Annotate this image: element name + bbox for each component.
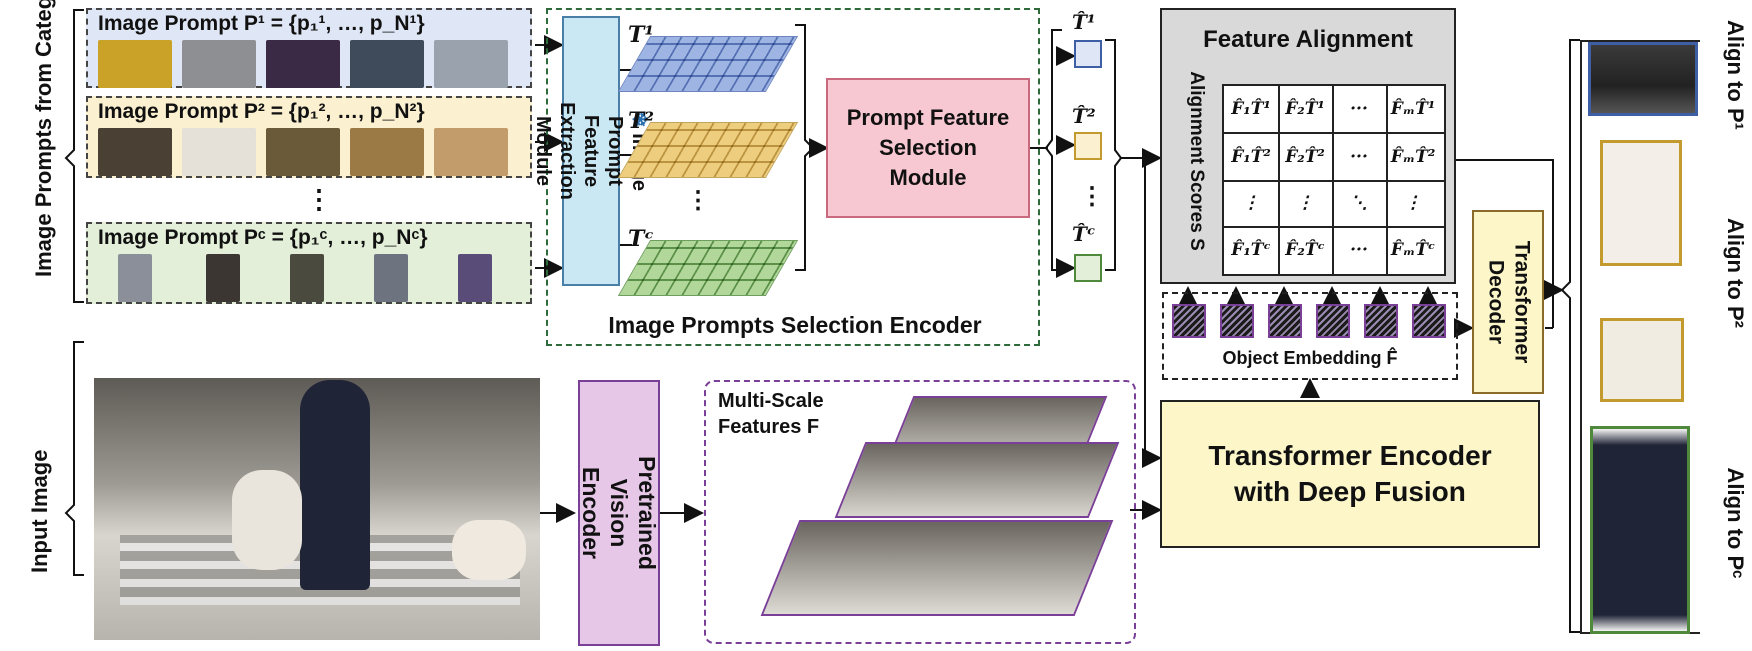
object-embedding-token — [1364, 304, 1398, 338]
align-label-2: Align to P² — [1723, 218, 1748, 328]
token-label-2: T̂² — [1072, 104, 1096, 128]
matrix-cell: ⋮ — [1242, 193, 1260, 213]
matrix-cell: F̂₁T̂² — [1231, 147, 1271, 167]
input-image-side-label: Input Image — [27, 449, 52, 573]
matrix-cell: F̂₁T̂¹ — [1231, 99, 1271, 119]
feature-map-large — [760, 520, 1114, 616]
object-embedding-token — [1268, 304, 1302, 338]
prompt-row-2: Image Prompt P² = {p₁², …, p_N²} — [86, 96, 532, 178]
multiscale-label: Multi-Scale Features F — [718, 390, 824, 438]
transformer-decoder-label: Transformer Decoder — [1484, 240, 1534, 364]
alignment-scores-label: Alignment Scores S — [1186, 71, 1207, 251]
matrix-cell: F̂₂T̂² — [1285, 147, 1325, 167]
token-box-2 — [1074, 132, 1102, 160]
token-box-c — [1074, 254, 1102, 282]
matrix-cell: ⋮ — [1404, 193, 1422, 213]
prompt-thumb — [182, 40, 256, 88]
matrix-cell: ··· — [1350, 240, 1368, 260]
output-crop-person — [1590, 426, 1690, 634]
align-label-c: Align to Pᶜ — [1723, 467, 1748, 579]
prompt-thumb — [266, 40, 340, 88]
matrix-cell: ··· — [1350, 99, 1368, 119]
matrix-cell: ⋮ — [1296, 193, 1314, 213]
output-crop-car — [1588, 42, 1698, 116]
prompt-thumb — [434, 128, 508, 176]
multiscale-group — [704, 380, 1136, 644]
tensor-ellipsis: ⋮ — [686, 187, 710, 214]
pretrained-encoder-label: Pretrained Vision Encoder — [578, 456, 661, 570]
prompt-row-1: Image Prompt P¹ = {p₁¹, …, p_N¹} — [86, 8, 532, 88]
prompts-side-label: Image Prompts from Category 1 to C — [31, 0, 56, 277]
matrix-cell: F̂ₘT̂¹ — [1390, 99, 1436, 119]
object-embedding-label: Object Embedding F̂ — [1222, 348, 1398, 368]
matrix-cell: F̂ₘT̂² — [1390, 147, 1436, 167]
prompt-thumb — [118, 254, 152, 302]
prompt-thumb — [350, 128, 424, 176]
object-embedding-token — [1316, 304, 1350, 338]
prompt-thumb — [434, 40, 508, 88]
prompt-thumb — [290, 254, 324, 302]
prompt-row-c-title: Image Prompt Pᶜ = {p₁ᶜ, …, p_Nᶜ} — [98, 226, 428, 249]
token-box-1 — [1074, 40, 1102, 68]
input-image-dog-2 — [452, 520, 526, 580]
token-ellipsis: ⋮ — [1080, 183, 1104, 210]
output-crop-dog-2 — [1600, 318, 1684, 402]
alignment-matrix: F̂₁T̂¹ F̂₂T̂¹ ··· F̂ₘT̂¹ F̂₁T̂² F̂₂T̂² ·… — [1222, 84, 1446, 276]
prompt-thumb — [98, 40, 172, 88]
align-label-1: Align to P¹ — [1723, 20, 1748, 130]
selection-encoder-caption: Image Prompts Selection Encoder — [608, 312, 982, 338]
token-label-c: T̂ᶜ — [1072, 222, 1096, 246]
matrix-cell: ··· — [1350, 147, 1368, 167]
feature-alignment-title: Feature Alignment — [1203, 26, 1413, 53]
transformer-encoder: Transformer Encoder with Deep Fusion — [1160, 400, 1540, 548]
object-embedding-token — [1220, 304, 1254, 338]
matrix-cell: ⋱ — [1350, 193, 1368, 213]
output-crop-dog-1 — [1600, 140, 1682, 266]
transformer-decoder: Transformer Decoder — [1472, 210, 1544, 394]
object-embedding-token — [1172, 304, 1206, 338]
matrix-cell: F̂₂T̂ᶜ — [1285, 240, 1325, 260]
object-embedding-token — [1412, 304, 1446, 338]
prompt-thumb — [374, 254, 408, 302]
prompt-row-c: Image Prompt Pᶜ = {p₁ᶜ, …, p_Nᶜ} — [86, 222, 532, 304]
selection-module: Prompt Feature Selection Module — [826, 78, 1030, 218]
object-embedding-group — [1162, 292, 1458, 380]
prompt-row-2-title: Image Prompt P² = {p₁², …, p_N²} — [98, 100, 425, 123]
prompt-thumb — [206, 254, 240, 302]
pretrained-vision-encoder: Pretrained Vision Encoder — [578, 380, 660, 646]
matrix-cell: F̂₁T̂ᶜ — [1231, 240, 1271, 260]
feature-map-medium — [834, 442, 1120, 518]
prompt-thumb — [182, 128, 256, 176]
extraction-module: ❄ Image Prompt Feature Extraction Module — [532, 16, 650, 286]
prompt-thumb — [458, 254, 492, 302]
prompt-thumb — [350, 40, 424, 88]
prompt-rows-ellipsis: ⋮ — [306, 184, 332, 214]
input-image-dog-1 — [232, 470, 302, 570]
prompt-thumb — [266, 128, 340, 176]
matrix-cell: F̂ₘT̂ᶜ — [1390, 240, 1436, 260]
prompt-thumb — [98, 128, 172, 176]
input-image-person — [300, 380, 370, 590]
selection-encoder-group — [546, 8, 1040, 346]
token-label-1: T̂¹ — [1072, 10, 1096, 34]
prompt-row-1-title: Image Prompt P¹ = {p₁¹, …, p_N¹} — [98, 12, 425, 35]
matrix-cell: F̂₂T̂¹ — [1285, 99, 1325, 119]
